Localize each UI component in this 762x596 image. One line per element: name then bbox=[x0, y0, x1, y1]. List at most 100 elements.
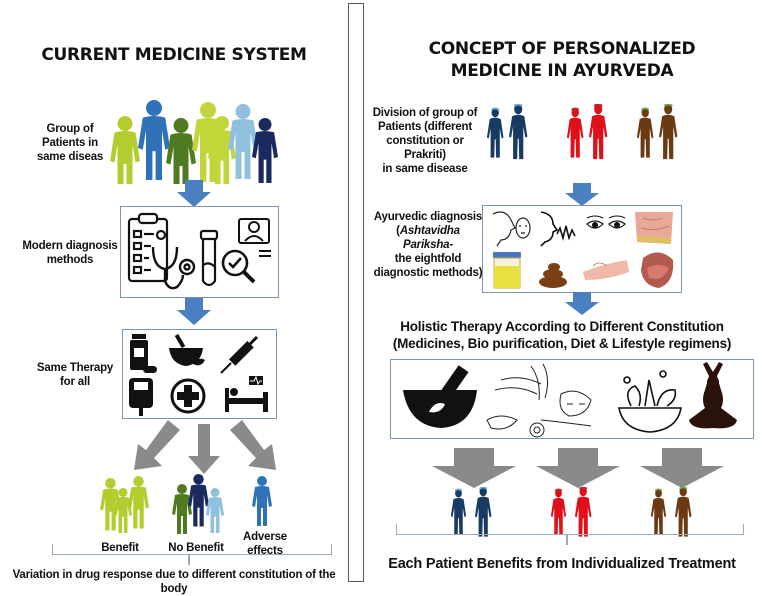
label-line: Ayurvedic diagnosis bbox=[373, 211, 483, 223]
body-silhouette-icon bbox=[574, 487, 592, 537]
person-figure-icon bbox=[128, 476, 149, 529]
therapy-illustrations bbox=[403, 362, 737, 438]
diet-bowl-icon bbox=[618, 370, 682, 433]
down-arrow-icon bbox=[565, 292, 599, 315]
body-silhouette-icon bbox=[659, 104, 678, 160]
right-bracket-stem bbox=[566, 535, 568, 545]
eyes-icon bbox=[586, 215, 626, 229]
person-figure-icon bbox=[138, 100, 170, 180]
right-panel-title: CONCEPT OF PERSONALIZED MEDICINE IN AYUR… bbox=[362, 38, 762, 82]
person-figure-icon bbox=[166, 118, 196, 184]
label-line: in same disease bbox=[382, 163, 468, 175]
arrow-to-adverse-icon bbox=[230, 420, 276, 470]
label-line: Group of bbox=[46, 123, 94, 135]
person-figure-icon bbox=[228, 104, 258, 179]
down-arrow-icon bbox=[565, 183, 599, 206]
label-line: Adverse bbox=[243, 531, 287, 543]
paren: ( bbox=[396, 225, 400, 237]
label-line: methods bbox=[46, 254, 94, 266]
holistic-therapy-box bbox=[390, 359, 754, 439]
body-silhouette-icon bbox=[450, 488, 467, 535]
label-line: Same Therapy bbox=[36, 362, 114, 374]
label-line: diagnostic methods) bbox=[373, 267, 483, 279]
holistic-therapy-heading: Holistic Therapy According to Different … bbox=[362, 318, 762, 352]
left-panel-title: CURRENT MEDICINE SYSTEM bbox=[41, 45, 307, 65]
arrow-to-benefit-icon bbox=[134, 420, 180, 470]
mortar-icon bbox=[403, 365, 477, 428]
doctor-icon bbox=[238, 218, 271, 257]
body-silhouette-icon bbox=[550, 488, 567, 535]
panel-divider bbox=[348, 3, 364, 582]
person-figure-icon bbox=[206, 488, 224, 533]
label-line: Modern diagnosis bbox=[22, 240, 118, 252]
diagnosis-icons bbox=[127, 212, 271, 290]
pulse-face-icon bbox=[492, 211, 531, 247]
mortar-herb-icon bbox=[169, 333, 205, 366]
ashtavidha-icons bbox=[492, 211, 674, 289]
magnifier-check-icon bbox=[221, 249, 256, 284]
left-bracket-stem bbox=[188, 555, 190, 565]
same-therapy-box bbox=[122, 329, 277, 419]
tongue-icon bbox=[641, 252, 674, 288]
title-line: MEDICINE IN AYURVEDA bbox=[450, 61, 674, 81]
arrow-to-group-2-icon bbox=[536, 448, 620, 488]
title-line: CONCEPT OF PERSONALIZED bbox=[428, 39, 696, 59]
stethoscope-icon bbox=[151, 246, 196, 290]
patient-group-figures bbox=[110, 100, 278, 184]
no-benefit-figures bbox=[172, 474, 224, 534]
pill-bottle-icon bbox=[130, 334, 157, 373]
yoga-icon bbox=[689, 362, 737, 429]
right-outcome-arrows bbox=[432, 448, 724, 488]
iv-bag-icon bbox=[129, 378, 153, 416]
person-figure-icon bbox=[100, 478, 121, 531]
right-footer: Each Patient Benefits from Individualize… bbox=[388, 556, 736, 572]
body-silhouette-icon bbox=[486, 107, 504, 158]
adverse-figures bbox=[252, 476, 272, 526]
constitution-figures-top bbox=[486, 104, 678, 160]
body-silhouette-icon bbox=[650, 488, 667, 535]
syringe-icon bbox=[220, 335, 259, 374]
arrow-to-no-benefit-icon bbox=[188, 424, 220, 474]
body-silhouette-icon bbox=[589, 104, 608, 160]
ashtavidha-term: Ashtavidha Pariksha bbox=[399, 225, 460, 251]
body-silhouette-icon bbox=[636, 107, 654, 158]
outcome-no-benefit-label: No Benefit bbox=[168, 542, 224, 554]
down-arrow-icon bbox=[177, 298, 211, 325]
arrow-to-group-3-icon bbox=[640, 448, 724, 488]
arrow-to-group-1-icon bbox=[432, 448, 516, 488]
division-label: Division of group of Patients (different… bbox=[368, 106, 482, 176]
modern-diagnosis-label: Modern diagnosis methods bbox=[20, 239, 120, 267]
label-line: Division of group of bbox=[372, 107, 478, 119]
person-figure-icon bbox=[252, 476, 272, 526]
person-figure-icon bbox=[252, 118, 278, 183]
ayurvedic-diagnosis-label: Ayurvedic diagnosis (Ashtavidha Pariksha… bbox=[370, 210, 486, 280]
stool-icon bbox=[539, 263, 567, 288]
person-figure-icon bbox=[110, 116, 140, 184]
medical-cross-icon bbox=[170, 378, 206, 414]
person-figure-icon bbox=[114, 488, 132, 533]
outcome-benefit-label: Benefit bbox=[101, 542, 139, 554]
label-line: for all bbox=[60, 376, 90, 388]
left-footer: Variation in drug response due to differ… bbox=[12, 569, 336, 595]
down-arrow-icon bbox=[177, 180, 211, 207]
outcome-arrows bbox=[134, 420, 276, 474]
dash: - bbox=[449, 239, 453, 251]
modern-diagnosis-box bbox=[120, 206, 279, 298]
person-figure-icon bbox=[188, 474, 209, 527]
right-bracket bbox=[396, 524, 744, 535]
label-line: the eightfold bbox=[394, 253, 462, 265]
touch-hand-icon bbox=[583, 260, 629, 280]
skin-icon bbox=[635, 212, 673, 244]
clipboard-icon bbox=[127, 212, 169, 283]
label-line: Patients (different bbox=[378, 121, 472, 133]
speech-icon bbox=[540, 211, 576, 247]
benefit-figures bbox=[100, 476, 149, 533]
body-silhouette-icon bbox=[566, 107, 584, 158]
label-line: (Ashtavidha Pariksha- bbox=[370, 224, 486, 252]
label-line: constitution or Prakriti) bbox=[386, 135, 464, 161]
ayurvedic-diagnosis-box bbox=[482, 205, 682, 293]
therapy-icons bbox=[129, 333, 268, 416]
heading-line: Holistic Therapy According to Different … bbox=[400, 319, 724, 334]
body-silhouette-icon bbox=[674, 487, 692, 537]
test-tube-icon bbox=[199, 229, 219, 287]
